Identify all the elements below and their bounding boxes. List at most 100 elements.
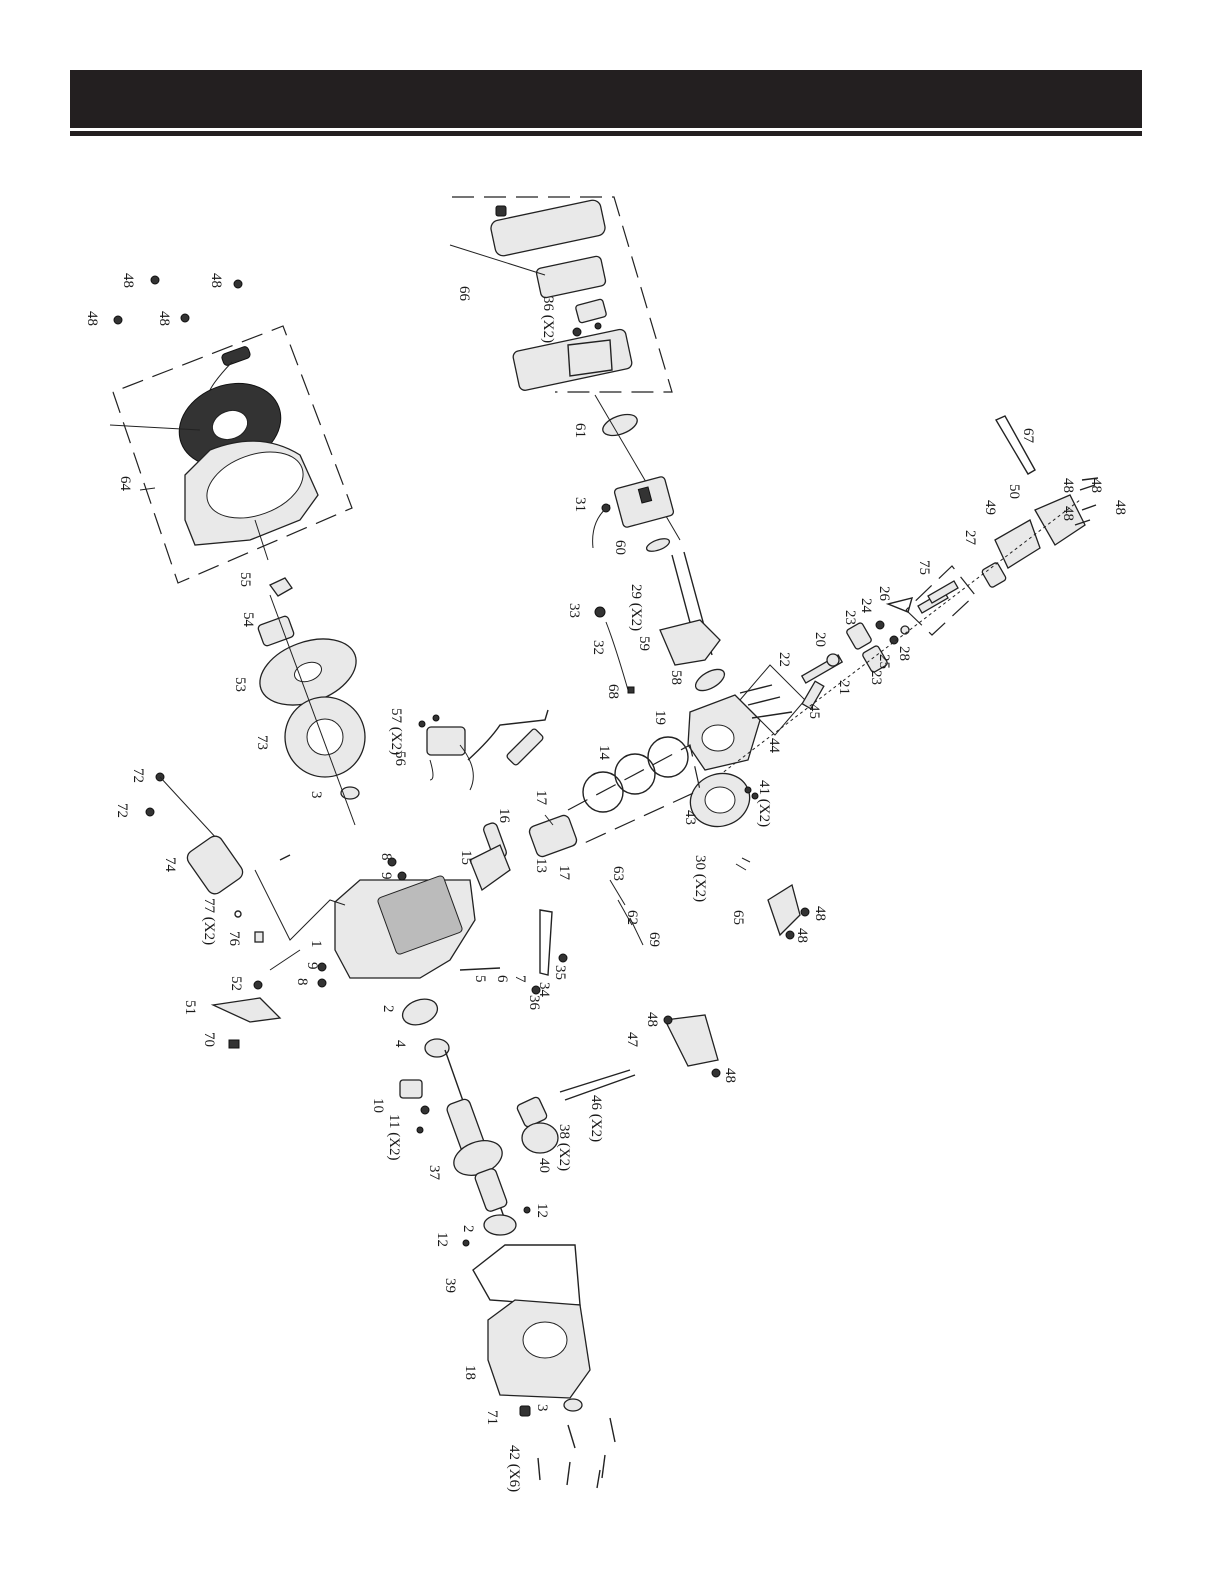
- label-63: 63: [610, 866, 626, 881]
- label-69: 69: [646, 932, 662, 947]
- label-64: 64: [117, 476, 133, 492]
- air-filter-element: [535, 255, 607, 299]
- label-22: 22: [776, 652, 792, 667]
- label-42: 42 (X6): [506, 1445, 522, 1492]
- cover-bolt-1: [567, 1424, 576, 1449]
- label-62: 62: [624, 910, 640, 925]
- breather-cover: [664, 1014, 719, 1067]
- spark-plug-cap: [506, 728, 544, 766]
- ignition-coil-group: [418, 709, 549, 791]
- label-58: 58: [668, 670, 684, 685]
- label-41: 41 (X2): [756, 780, 772, 827]
- throttle-bracket: [767, 883, 801, 937]
- carburetor-gasket: [645, 538, 671, 552]
- head-bolt-c: [751, 711, 793, 719]
- label-7: 7: [512, 975, 528, 983]
- label-27: 27: [962, 530, 978, 546]
- valve-spring-1: [846, 622, 872, 650]
- starter-rope: [209, 361, 233, 391]
- cover-bolt-4: [566, 1461, 571, 1486]
- air-filter-gasket: [602, 413, 638, 437]
- label-75: 75: [916, 560, 932, 575]
- tube-clamp: [594, 606, 606, 618]
- drain-plug: [519, 1405, 531, 1417]
- governor-arm: [539, 909, 553, 976]
- ignition-coil: [426, 726, 466, 756]
- axis-head: [699, 499, 1081, 791]
- label-20: 20: [812, 632, 828, 647]
- label-36: 36 (X2): [540, 296, 556, 343]
- label-48: 48: [120, 273, 136, 288]
- label-8b: 8: [294, 978, 310, 986]
- label-10: 10: [370, 1098, 386, 1113]
- label-2: 2: [380, 1005, 396, 1013]
- rocker-cover-gasket: [981, 562, 1007, 588]
- air-filter-group: [449, 196, 681, 541]
- breather-tube: [605, 621, 629, 691]
- header-rule: [70, 131, 1142, 136]
- connecting-rod: [469, 844, 511, 892]
- label-48: 48: [794, 928, 810, 943]
- leader-17: [544, 814, 554, 826]
- label-23b: 23: [868, 670, 884, 685]
- electric-starter-motor: [186, 835, 244, 895]
- crank-bearing-upper: [401, 998, 439, 1026]
- label-26: 26: [876, 586, 892, 602]
- crankcase-cover-group: [472, 1244, 616, 1489]
- starter-cup: [257, 615, 295, 647]
- label-13: 13: [533, 858, 549, 873]
- crankcase-cover-gasket: [472, 1244, 581, 1306]
- label-28: 28: [896, 646, 912, 661]
- center-axis-starter: [254, 519, 269, 561]
- cover-bolt-3: [601, 1454, 606, 1479]
- label-3b: 3: [534, 1404, 550, 1412]
- label-17b: 17: [556, 865, 572, 881]
- oil-seal-flywheel: [340, 786, 360, 800]
- label-4: 4: [392, 1040, 408, 1048]
- label-24: 24: [858, 598, 874, 614]
- label-12: 12: [534, 1203, 550, 1218]
- label-71: 71: [484, 1410, 500, 1425]
- label-40: 40: [536, 1158, 552, 1173]
- label-9b: 9: [304, 962, 320, 970]
- header-bar: [70, 70, 1142, 128]
- leader-64: [139, 487, 156, 491]
- valve-cover: [1034, 494, 1086, 546]
- misc-parts: [113, 275, 1099, 946]
- label-37: 37: [426, 1165, 442, 1181]
- label-77: 77 (X2): [201, 898, 217, 945]
- push-rod-1: [559, 1069, 631, 1093]
- rocker-arm: [885, 597, 914, 613]
- piston-ring-1: [647, 736, 689, 778]
- label-35: 35: [552, 965, 568, 980]
- intake-gasket: [694, 668, 726, 692]
- label-48: 48: [1112, 500, 1128, 515]
- valve-cover-gasket: [994, 519, 1041, 569]
- throttle-spring-63: [609, 879, 626, 906]
- piston-ring-3: [582, 771, 624, 813]
- label-12b: 12: [434, 1232, 450, 1247]
- label-48: 48: [644, 1012, 660, 1027]
- label-48: 48: [156, 311, 172, 326]
- leader-crank-wire: [269, 949, 301, 971]
- recoil-starter-dashed-box: [112, 325, 353, 584]
- label-19: 19: [652, 710, 668, 725]
- flywheel-group: [257, 577, 366, 826]
- oil-seal-pto: [563, 1398, 583, 1412]
- clip-70: [228, 1039, 240, 1049]
- label-8: 8: [378, 853, 394, 861]
- ring-dashed-box: [567, 744, 701, 846]
- governor-shaft: [459, 967, 501, 971]
- label-60: 60: [612, 540, 628, 555]
- oil-sensor: [399, 1079, 423, 1099]
- wrench-67: [994, 415, 1036, 475]
- label-46: 46 (X2): [588, 1095, 604, 1142]
- label-36b: 36: [526, 995, 542, 1011]
- flywheel-nut: [269, 577, 293, 597]
- head-bolt-a: [739, 684, 773, 694]
- label-11: 11 (X2): [386, 1114, 402, 1161]
- piston-group: [469, 736, 759, 892]
- label-1: 1: [308, 940, 324, 948]
- label-25: 25: [876, 654, 892, 669]
